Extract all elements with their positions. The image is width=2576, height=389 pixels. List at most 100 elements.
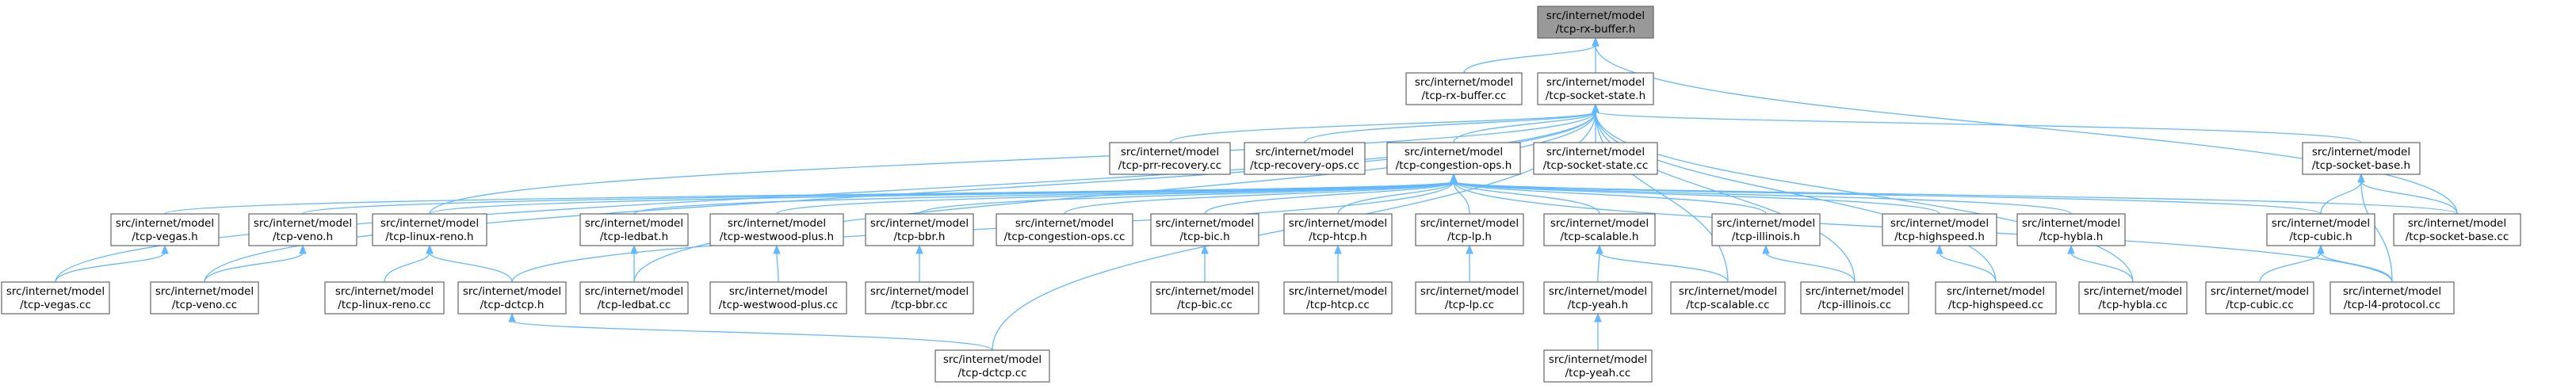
node-box[interactable] [1537, 6, 1654, 39]
node-box[interactable] [709, 213, 844, 246]
edge-yeah-h-to-scalable-h [1597, 252, 1600, 283]
node-box[interactable] [1415, 281, 1524, 315]
node-box[interactable] [1670, 281, 1786, 315]
node-yeah-h[interactable]: src/internet/model/tcp-yeah.h [1543, 281, 1653, 315]
node-socket-base-cc[interactable]: src/internet/model/tcp-socket-base.cc [2393, 213, 2521, 246]
node-prr-recovery-cc[interactable]: src/internet/model/tcp-prr-recovery.cc [1109, 142, 1231, 175]
node-box[interactable] [865, 281, 974, 315]
node-htcp-h[interactable]: src/internet/model/tcp-htcp.h [1283, 213, 1393, 246]
node-ledbat-h[interactable]: src/internet/model/tcp-ledbat.h [579, 213, 689, 246]
node-vegas-h[interactable]: src/internet/model/tcp-vegas.h [110, 213, 220, 246]
node-vegas-cc[interactable]: src/internet/model/tcp-vegas.cc [1, 281, 110, 315]
node-socket-base-h[interactable]: src/internet/model/tcp-socket-base.h [2302, 142, 2421, 175]
node-box[interactable] [2078, 281, 2188, 315]
node-box[interactable] [248, 213, 357, 246]
node-yeah-cc[interactable]: src/internet/model/tcp-yeah.cc [1543, 349, 1653, 383]
node-label-line1: src/internet/model [1717, 217, 1815, 230]
node-cubic-cc[interactable]: src/internet/model/tcp-cubic.cc [2205, 281, 2314, 315]
node-box[interactable] [1244, 142, 1366, 175]
node-bbr-cc[interactable]: src/internet/model/tcp-bbr.cc [865, 281, 974, 315]
node-illinois-cc[interactable]: src/internet/model/tcp-illinois.cc [1800, 281, 1909, 315]
node-box[interactable] [1935, 281, 2057, 315]
node-box[interactable] [1150, 281, 1259, 315]
node-bic-cc[interactable]: src/internet/model/tcp-bic.cc [1150, 281, 1259, 315]
arrowhead-yeah-cc-to-yeah-h [1594, 312, 1602, 322]
node-box[interactable] [2205, 281, 2314, 315]
node-box[interactable] [1109, 142, 1231, 175]
node-box[interactable] [1543, 349, 1653, 383]
node-veno-h[interactable]: src/internet/model/tcp-veno.h [248, 213, 357, 246]
node-scalable-h[interactable]: src/internet/model/tcp-scalable.h [1543, 213, 1656, 246]
node-box[interactable] [1415, 213, 1524, 246]
node-box[interactable] [1711, 213, 1821, 246]
node-box[interactable] [1283, 213, 1393, 246]
node-rx-buffer-h[interactable]: src/internet/model/tcp-rx-buffer.h [1537, 6, 1654, 39]
node-ledbat-cc[interactable]: src/internet/model/tcp-ledbat.cc [579, 281, 689, 315]
node-box[interactable] [1543, 281, 1653, 315]
node-box[interactable] [1533, 142, 1658, 175]
edge-dctcp-h-to-linux-reno-h [429, 252, 513, 283]
node-hybla-cc[interactable]: src/internet/model/tcp-hybla.cc [2078, 281, 2188, 315]
node-dctcp-cc[interactable]: src/internet/model/tcp-dctcp.cc [934, 349, 1050, 383]
node-box[interactable] [1543, 213, 1656, 246]
node-label-line2: /tcp-linux-reno.h [385, 231, 473, 243]
node-linux-reno-cc[interactable]: src/internet/model/tcp-linux-reno.cc [324, 281, 445, 315]
node-box[interactable] [1800, 281, 1909, 315]
node-recovery-ops-cc[interactable]: src/internet/model/tcp-recovery-ops.cc [1244, 142, 1366, 175]
node-box[interactable] [709, 281, 847, 315]
node-highspeed-h[interactable]: src/internet/model/tcp-highspeed.h [1882, 213, 1997, 246]
node-rx-buffer-cc[interactable]: src/internet/model/tcp-rx-buffer.cc [1405, 72, 1523, 105]
node-box[interactable] [996, 213, 1133, 246]
node-box[interactable] [1150, 213, 1259, 246]
node-box[interactable] [865, 213, 974, 246]
node-label-line2: /tcp-rx-buffer.h [1556, 23, 1636, 36]
node-label-line2: /tcp-highspeed.cc [1948, 299, 2043, 311]
node-l4-protocol-cc[interactable]: src/internet/model/tcp-l4-protocol.cc [2329, 281, 2455, 315]
node-dctcp-h[interactable]: src/internet/model/tcp-dctcp.h [457, 281, 567, 315]
node-box[interactable] [2329, 281, 2455, 315]
node-congestion-ops-cc[interactable]: src/internet/model/tcp-congestion-ops.cc [996, 213, 1133, 246]
node-lp-h[interactable]: src/internet/model/tcp-lp.h [1415, 213, 1524, 246]
node-label-line1: src/internet/model [1806, 285, 1904, 298]
node-box[interactable] [324, 281, 445, 315]
node-box[interactable] [2393, 213, 2521, 246]
node-box[interactable] [372, 213, 487, 246]
node-box[interactable] [579, 281, 689, 315]
node-box[interactable] [1537, 72, 1654, 105]
node-box[interactable] [2266, 213, 2375, 246]
node-box[interactable] [2016, 213, 2126, 246]
node-label-line1: src/internet/model [1546, 76, 1645, 89]
node-box[interactable] [579, 213, 689, 246]
arrowhead-dctcp-h-to-linux-reno-h [426, 244, 434, 254]
node-westwood-plus-cc[interactable]: src/internet/model/tcp-westwood-plus.cc [709, 281, 847, 315]
node-veno-cc[interactable]: src/internet/model/tcp-veno.cc [150, 281, 259, 315]
node-box[interactable] [1283, 281, 1393, 315]
node-box[interactable] [457, 281, 567, 315]
node-box[interactable] [1386, 142, 1521, 175]
arrowhead-illinois-cc-to-illinois-h [1762, 244, 1770, 254]
node-congestion-ops-h[interactable]: src/internet/model/tcp-congestion-ops.h [1386, 142, 1521, 175]
node-box[interactable] [934, 349, 1050, 383]
node-cubic-h[interactable]: src/internet/model/tcp-cubic.h [2266, 213, 2375, 246]
node-htcp-cc[interactable]: src/internet/model/tcp-htcp.cc [1283, 281, 1393, 315]
node-box[interactable] [1, 281, 110, 315]
edge-cubic-cc-to-cubic-h [2259, 252, 2322, 283]
node-box[interactable] [1405, 72, 1523, 105]
arrowhead-htcp-cc-to-htcp-h [1334, 244, 1342, 254]
node-box[interactable] [2302, 142, 2421, 175]
node-lp-cc[interactable]: src/internet/model/tcp-lp.cc [1415, 281, 1524, 315]
node-bic-h[interactable]: src/internet/model/tcp-bic.h [1150, 213, 1259, 246]
node-hybla-h[interactable]: src/internet/model/tcp-hybla.h [2016, 213, 2126, 246]
node-box[interactable] [1882, 213, 1997, 246]
node-socket-state-h[interactable]: src/internet/model/tcp-socket-state.h [1537, 72, 1654, 105]
node-scalable-cc[interactable]: src/internet/model/tcp-scalable.cc [1670, 281, 1786, 315]
node-label-line1: src/internet/model [1549, 353, 1647, 366]
node-box[interactable] [110, 213, 220, 246]
node-westwood-plus-h[interactable]: src/internet/model/tcp-westwood-plus.h [709, 213, 844, 246]
node-linux-reno-h[interactable]: src/internet/model/tcp-linux-reno.h [372, 213, 487, 246]
node-bbr-h[interactable]: src/internet/model/tcp-bbr.h [865, 213, 974, 246]
node-illinois-h[interactable]: src/internet/model/tcp-illinois.h [1711, 213, 1821, 246]
node-box[interactable] [150, 281, 259, 315]
node-socket-state-cc[interactable]: src/internet/model/tcp-socket-state.cc [1533, 142, 1658, 175]
node-highspeed-cc[interactable]: src/internet/model/tcp-highspeed.cc [1935, 281, 2057, 315]
